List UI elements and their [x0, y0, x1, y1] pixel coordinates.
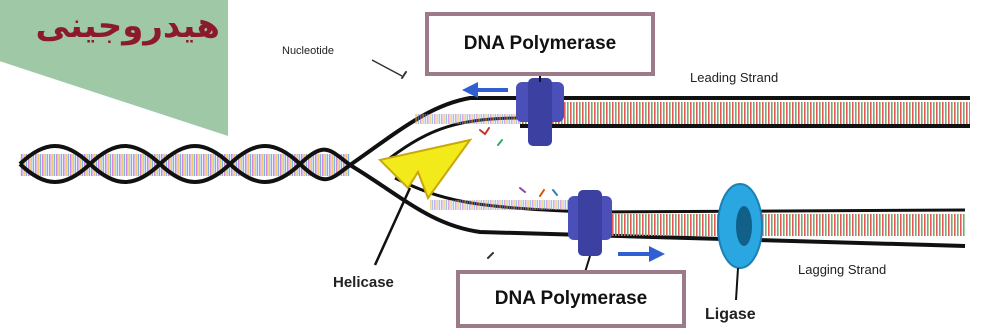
helicase-pointer: [375, 188, 410, 265]
direction-arrow-icon: [462, 82, 508, 98]
dna-polymerase-label: DNA Polymerase: [495, 288, 647, 310]
helicase-label: Helicase: [333, 274, 394, 291]
nucleotide-pointer: [372, 60, 402, 76]
polymerase-clamp-icon: [568, 190, 612, 282]
dna-polymerase-label-box-top: DNA Polymerase: [425, 12, 655, 76]
leading-strand-label: Leading Strand: [690, 70, 778, 85]
double-helix: [20, 146, 350, 182]
lagging-strand-label: Lagging Strand: [798, 262, 886, 277]
ligase-label: Ligase: [705, 306, 756, 324]
dna-polymerase-label-box-bottom: DNA Polymerase: [456, 270, 686, 328]
nucleotide-label: Nucleotide: [282, 45, 334, 57]
dna-polymerase-label: DNA Polymerase: [464, 33, 616, 55]
helicase-wedge-icon: [380, 140, 470, 198]
ligase-ring-icon: [718, 184, 762, 300]
direction-arrow-icon: [618, 246, 665, 262]
